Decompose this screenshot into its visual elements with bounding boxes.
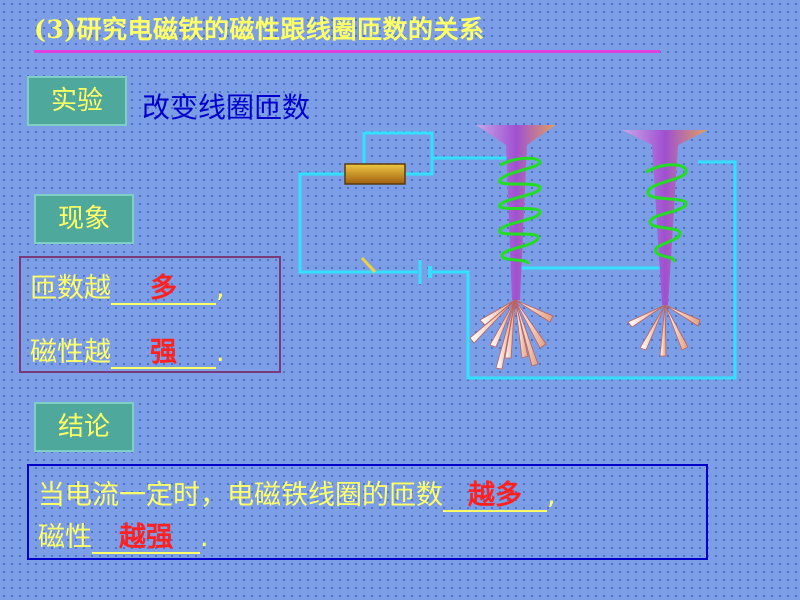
experiment-tag: 实验 bbox=[27, 76, 127, 126]
conclusion-line2-prefix: 磁性 bbox=[38, 522, 92, 553]
conclusion-answer-2: 越强 bbox=[119, 522, 173, 553]
phenomenon-line-1: 匝数越 多, bbox=[30, 266, 225, 305]
phenomenon-line1-prefix: 匝数越 bbox=[30, 273, 111, 304]
conclusion-line2-suffix: . bbox=[200, 522, 209, 553]
conclusion-answer-1: 越多 bbox=[468, 480, 522, 511]
phenomenon-blank-2: 强 bbox=[111, 339, 216, 369]
conclusion-blank-1: 越多 bbox=[443, 482, 547, 512]
phenomenon-tag: 现象 bbox=[34, 194, 134, 244]
conclusion-blank-2: 越强 bbox=[92, 524, 200, 554]
electromagnet-many-turns bbox=[476, 125, 556, 300]
electromagnet-few-turns bbox=[622, 130, 708, 305]
phenomenon-answer-1: 多 bbox=[150, 273, 177, 304]
conclusion-line1-prefix: 当电流一定时，电磁铁线圈的匝数 bbox=[38, 480, 443, 511]
phenomenon-line1-suffix: , bbox=[216, 273, 225, 304]
circuit-wires bbox=[298, 131, 737, 380]
page-title: (3)研究电磁铁的磁性跟线圈匝数的关系 bbox=[34, 15, 485, 44]
switch bbox=[358, 256, 377, 274]
experiment-label: 实验 bbox=[50, 86, 103, 116]
phenomenon-blank-1: 多 bbox=[111, 275, 216, 305]
attracted-pins-cluster-2 bbox=[627, 304, 701, 357]
phenomenon-line2-suffix: . bbox=[216, 337, 225, 368]
phenomenon-line-2: 磁性越 强. bbox=[30, 330, 225, 369]
title-underline bbox=[34, 50, 660, 53]
conclusion-tag: 结论 bbox=[34, 402, 134, 452]
conclusion-line-2: 磁性越强. bbox=[38, 515, 209, 554]
battery bbox=[418, 260, 432, 284]
conclusion-line-1: 当电流一定时，电磁铁线圈的匝数越多, bbox=[38, 473, 556, 512]
phenomenon-line2-prefix: 磁性越 bbox=[30, 337, 111, 368]
attracted-pins-cluster-1 bbox=[469, 299, 554, 370]
conclusion-box bbox=[27, 464, 708, 560]
phenomenon-label: 现象 bbox=[57, 204, 110, 234]
phenomenon-answer-2: 强 bbox=[150, 337, 177, 368]
rheostat bbox=[344, 163, 406, 185]
phenomenon-box bbox=[19, 256, 281, 373]
experiment-text: 改变线圈匝数 bbox=[142, 91, 311, 124]
conclusion-line1-suffix: , bbox=[547, 480, 556, 511]
conclusion-label: 结论 bbox=[57, 412, 110, 442]
